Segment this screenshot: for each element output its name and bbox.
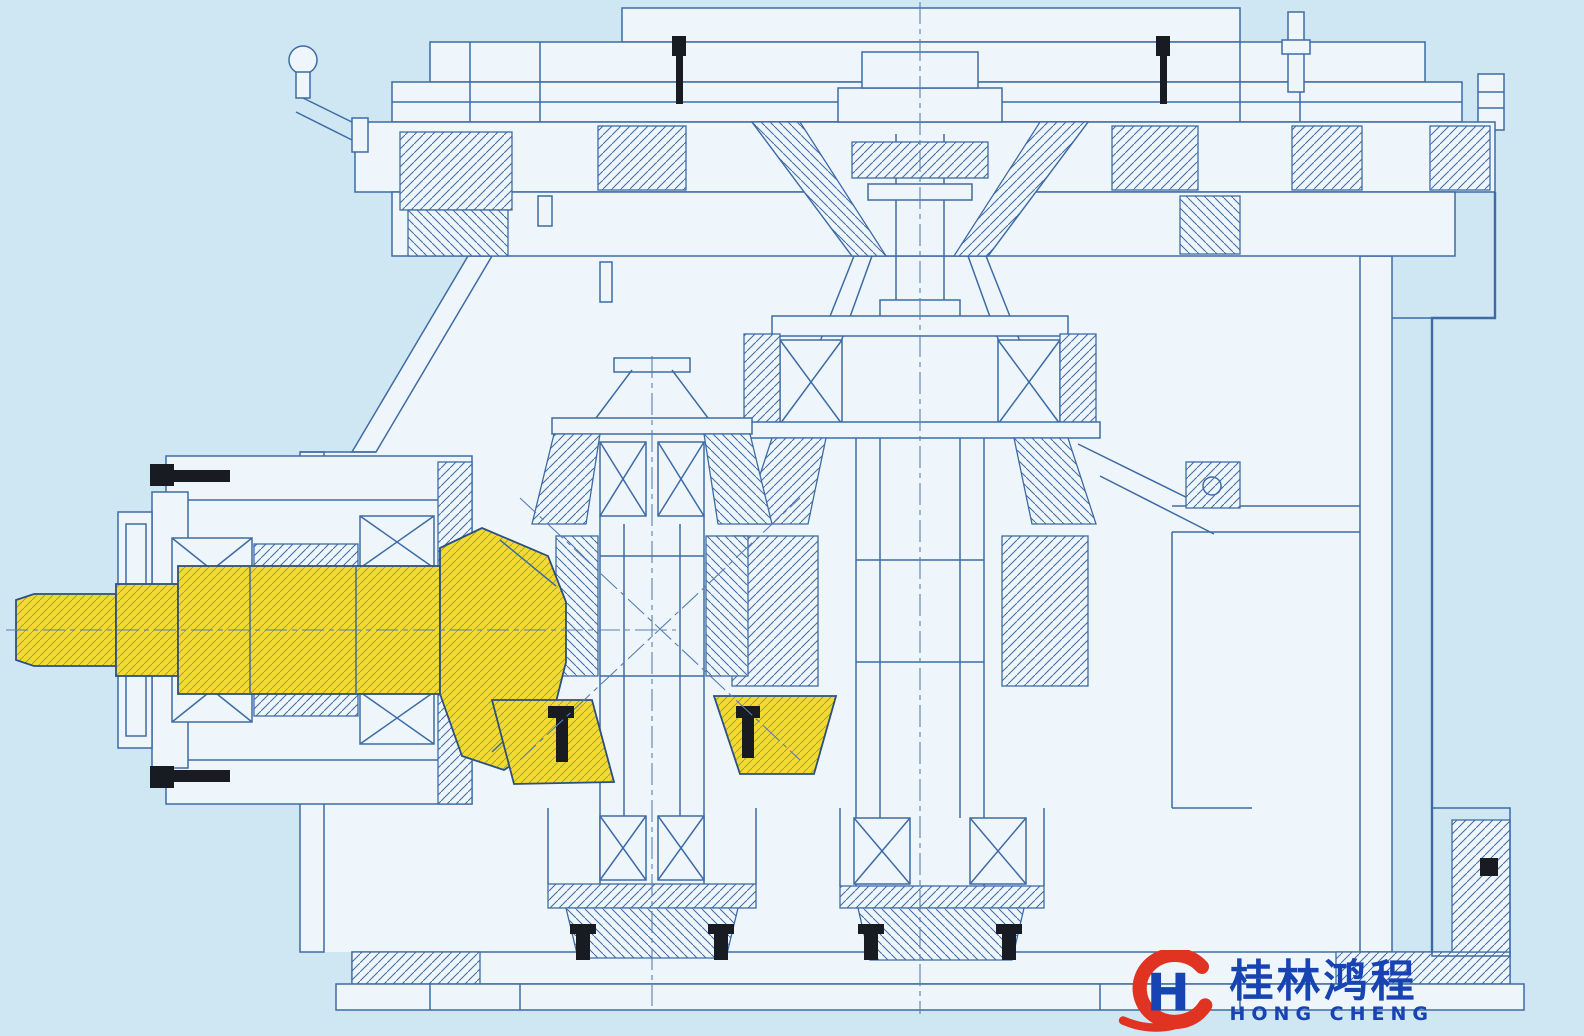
logo-monogram: H bbox=[1146, 963, 1190, 1023]
bevel-ring-gear-highlight bbox=[490, 695, 838, 785]
support-arm bbox=[1077, 443, 1360, 809]
cover-section-block bbox=[1429, 125, 1491, 191]
lower-bearing bbox=[853, 817, 911, 885]
ring-gear-left bbox=[490, 699, 616, 785]
housing-bolt bbox=[150, 766, 230, 788]
cover-stud bbox=[1281, 11, 1311, 93]
input-bearing bbox=[359, 691, 435, 745]
gear-rim bbox=[1001, 535, 1089, 687]
centerlines bbox=[6, 2, 921, 1014]
cover-bolt bbox=[672, 36, 686, 104]
lower-bearing bbox=[969, 817, 1027, 885]
oil-fitting bbox=[1477, 73, 1505, 131]
cover-section-block bbox=[399, 131, 513, 211]
cover-section-block bbox=[407, 209, 509, 257]
cover-section-block bbox=[1111, 125, 1199, 191]
cover-section-block bbox=[1291, 125, 1363, 191]
main-vertical-shaft-column bbox=[731, 134, 1101, 961]
upper-bearing bbox=[997, 339, 1061, 425]
lower-bearing bbox=[599, 815, 647, 881]
gear-rim bbox=[705, 535, 749, 677]
upper-bearing bbox=[657, 441, 705, 517]
input-bearing bbox=[359, 515, 435, 569]
upper-bearing bbox=[779, 339, 843, 425]
housing-bolt bbox=[150, 464, 230, 486]
hongcheng-logo: H 桂林鸿程 HONG CHENG bbox=[1118, 950, 1435, 1034]
lower-bearing bbox=[657, 815, 705, 881]
left-gear-column bbox=[531, 357, 773, 960]
right-housing-wall bbox=[1359, 73, 1505, 953]
logo-swoosh-icon: H bbox=[1118, 950, 1212, 1032]
right-bottom-block bbox=[1451, 819, 1511, 953]
cover-section-block bbox=[597, 125, 687, 191]
drain-plug bbox=[1480, 858, 1498, 876]
cover-section-block bbox=[1179, 195, 1241, 255]
arm-pad bbox=[1185, 461, 1241, 509]
bevel-axis-centerline bbox=[519, 497, 801, 761]
small-stud bbox=[599, 261, 613, 303]
small-stud bbox=[537, 195, 553, 227]
brand-name-english: HONG CHENG bbox=[1229, 1003, 1434, 1026]
brand-name-chinese: 桂林鸿程 bbox=[1229, 955, 1418, 1007]
breather-pipe bbox=[288, 45, 369, 153]
cover-bolt bbox=[1156, 36, 1170, 104]
upper-bearing bbox=[599, 441, 647, 517]
